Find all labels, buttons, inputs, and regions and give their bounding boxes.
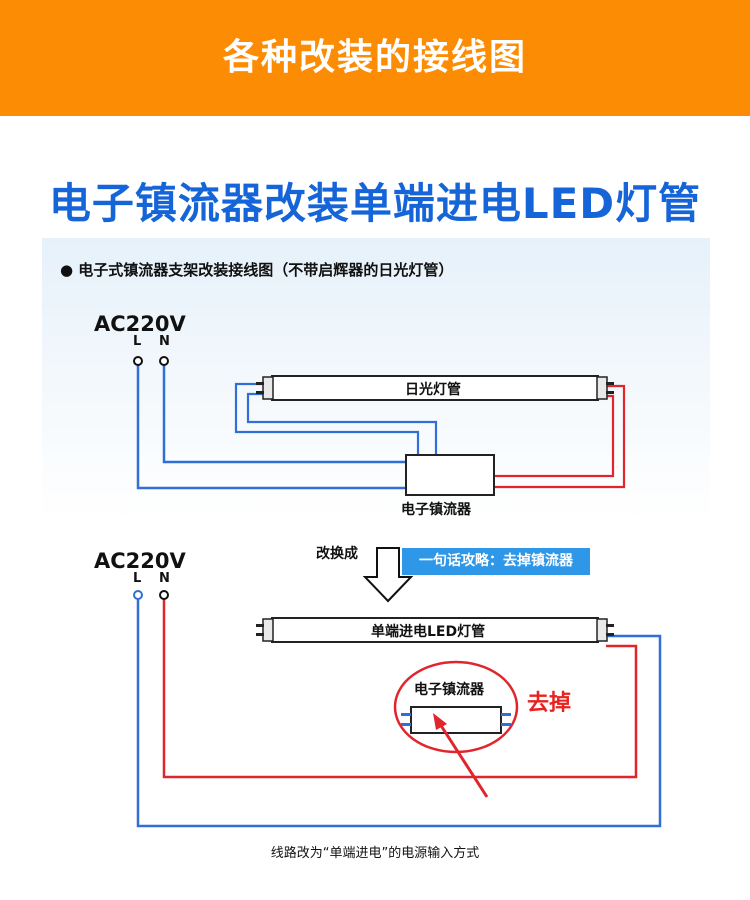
wire-before-right-outer: [494, 384, 626, 489]
ballast-label-after: 电子镇流器: [414, 682, 484, 698]
fluorescent-tube-label: 日光灯管: [405, 382, 461, 398]
wire-before-left-outer: [234, 382, 420, 455]
wire-before-left-inner: [246, 392, 438, 455]
terminal-before-l: [133, 356, 143, 366]
wire-after-l: [136, 598, 662, 828]
led-tube: [256, 617, 614, 643]
ballast-box: [405, 454, 495, 496]
terminal-label-l-before: L: [133, 334, 142, 349]
removed-ballast-box: [410, 706, 502, 734]
down-arrow-icon: [362, 547, 414, 603]
diagram-caption: 线路改为“单端进电”的电源输入方式: [270, 846, 480, 861]
terminal-label-n-after: N: [159, 571, 170, 586]
source-label-after: AC220V: [94, 549, 186, 573]
header-banner: 各种改装的接线图: [0, 0, 750, 116]
ballast-label-before: 电子镇流器: [401, 502, 471, 518]
fluorescent-tube: [256, 375, 614, 401]
remove-label: 去掉: [527, 691, 572, 716]
wire-before-l: [136, 364, 406, 490]
source-label-before: AC220V: [94, 312, 186, 336]
led-tube-label: 单端进电LED灯管: [371, 624, 486, 640]
terminal-label-n-before: N: [159, 334, 170, 349]
terminal-before-n: [159, 356, 169, 366]
strategy-badge: 一句话攻略：去掉镇流器: [402, 548, 590, 575]
diagram-subtitle: ● 电子式镇流器支架改装接线图（不带启辉器的日光灯管）: [60, 261, 454, 279]
terminal-after-n: [159, 590, 169, 600]
wire-before-right-inner: [494, 394, 615, 478]
terminal-label-l-after: L: [133, 571, 142, 586]
terminal-after-l: [133, 590, 143, 600]
wire-before-n: [162, 364, 406, 464]
wire-after-n: [162, 598, 638, 779]
main-title: 电子镇流器改装单端进电LED灯管: [48, 179, 702, 228]
pointer-arrow-icon: [433, 713, 489, 798]
transition-label: 改换成: [316, 546, 358, 562]
header-title: 各种改装的接线图: [222, 37, 527, 78]
